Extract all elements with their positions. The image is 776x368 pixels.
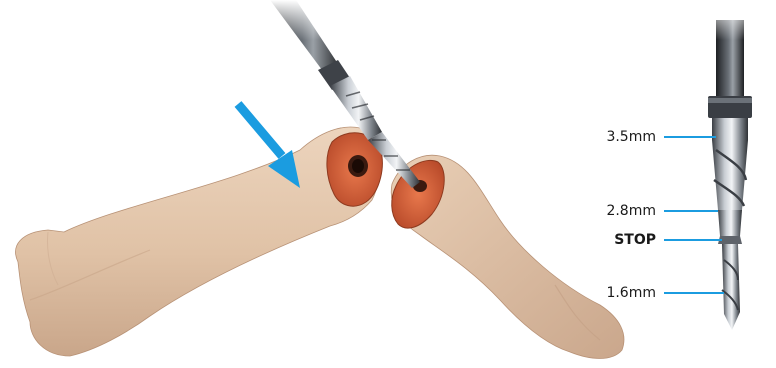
- distal-bone: [391, 155, 624, 358]
- label-stop: STOP: [614, 232, 656, 248]
- label-3-5mm: 3.5mm: [606, 129, 656, 145]
- label-1-6mm: 1.6mm: [606, 285, 656, 301]
- step-drill-bit-icon: [700, 0, 760, 330]
- proximal-bone: [16, 127, 383, 356]
- label-2-8mm: 2.8mm: [606, 203, 656, 219]
